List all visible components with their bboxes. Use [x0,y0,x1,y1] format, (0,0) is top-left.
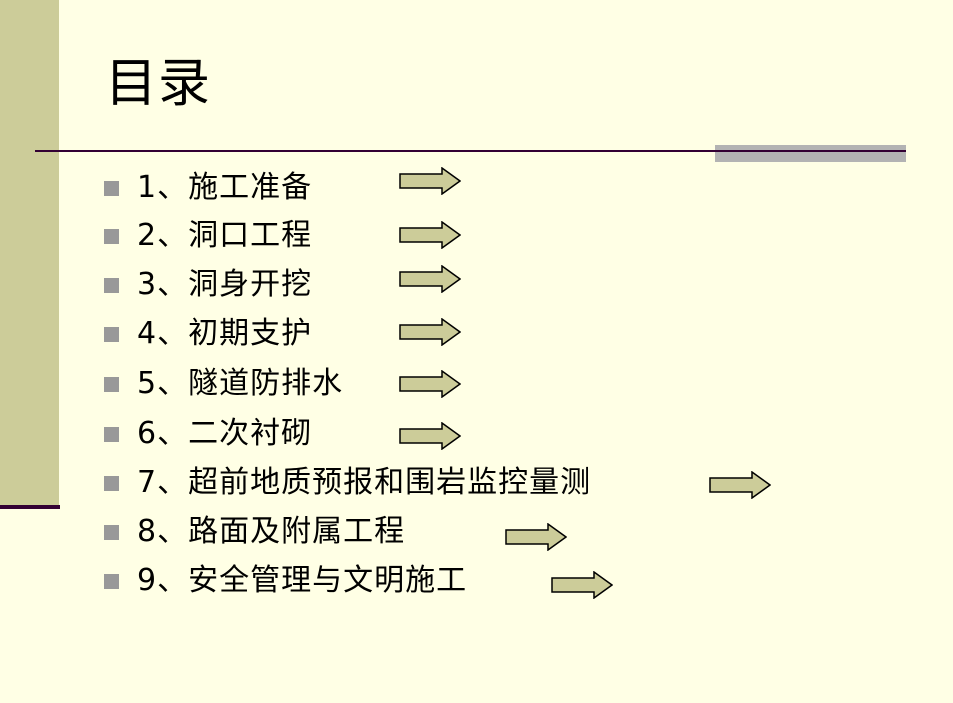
toc-item-9[interactable]: 9、安全管理与文明施工 [104,561,467,601]
title-divider [35,150,905,152]
right-arrow-icon[interactable] [399,370,461,398]
square-bullet-icon [104,326,119,342]
toc-item-label: 1、施工准备 [137,170,313,205]
right-arrow-icon[interactable] [505,523,567,551]
right-arrow-icon[interactable] [399,318,461,346]
toc-item-5[interactable]: 5、隧道防排水 [104,364,343,404]
toc-item-7[interactable]: 7、超前地质预报和围岩监控量测 [104,463,591,503]
toc-item-label: 9、安全管理与文明施工 [137,563,468,598]
square-bullet-icon [104,475,119,491]
slide-title: 目录 [105,54,212,114]
right-arrow-icon[interactable] [399,167,461,195]
square-bullet-icon [104,277,119,293]
right-arrow-icon[interactable] [551,571,613,599]
toc-item-label: 6、二次衬砌 [137,416,313,451]
left-band-edge [0,505,60,509]
toc-item-label: 4、初期支护 [137,316,313,351]
square-bullet-icon [104,180,119,196]
toc-item-8[interactable]: 8、路面及附属工程 [104,512,405,552]
toc-item-1[interactable]: 1、施工准备 [104,168,312,208]
toc-item-3[interactable]: 3、洞身开挖 [104,265,312,305]
toc-item-6[interactable]: 6、二次衬砌 [104,414,312,454]
toc-item-label: 7、超前地质预报和围岩监控量测 [137,465,592,500]
toc-item-2[interactable]: 2、洞口工程 [104,216,312,256]
right-arrow-icon[interactable] [399,265,461,293]
left-decorative-band [0,0,59,507]
toc-item-label: 2、洞口工程 [137,218,313,253]
square-bullet-icon [104,573,119,589]
square-bullet-icon [104,376,119,392]
right-arrow-icon[interactable] [709,471,771,499]
square-bullet-icon [104,228,119,244]
title-accent-bar [715,145,906,162]
toc-item-label: 3、洞身开挖 [137,267,313,302]
toc-item-label: 8、路面及附属工程 [137,514,406,549]
square-bullet-icon [104,426,119,442]
square-bullet-icon [104,524,119,540]
right-arrow-icon[interactable] [399,221,461,249]
toc-item-label: 5、隧道防排水 [137,366,344,401]
right-arrow-icon[interactable] [399,422,461,450]
toc-item-4[interactable]: 4、初期支护 [104,314,312,354]
